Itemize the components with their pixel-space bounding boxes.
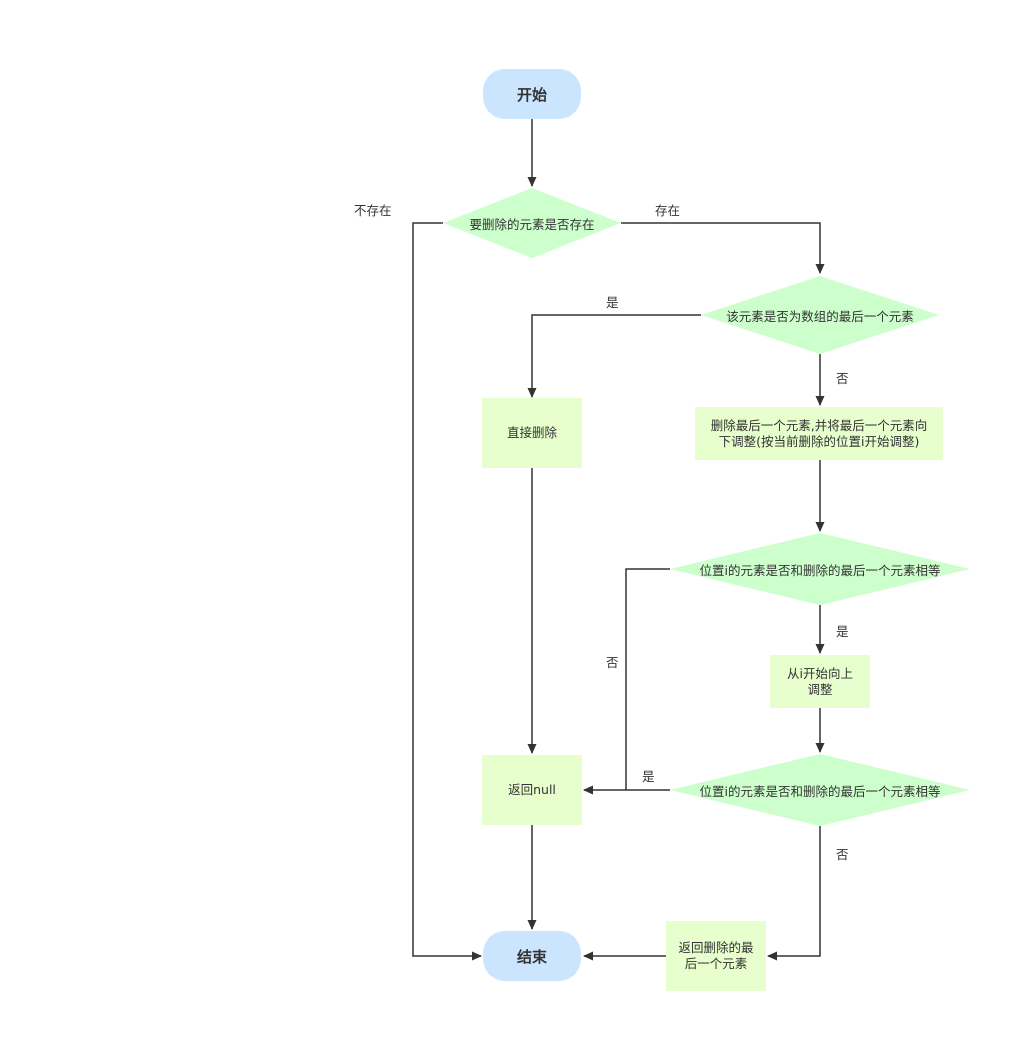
edge-exist bbox=[621, 222, 825, 274]
edge-not-exist bbox=[412, 222, 482, 961]
edge-label-equal2-no: 否 bbox=[836, 847, 849, 862]
decision-last-shape bbox=[701, 276, 939, 354]
return-null-node: 返回null bbox=[482, 755, 582, 825]
return-last-line2: 后一个元素 bbox=[684, 956, 748, 971]
edge-label-equal1-yes: 是 bbox=[836, 624, 849, 639]
edge-label-equal2-yes: 是 bbox=[642, 769, 655, 784]
return-last-line1: 返回删除的最 bbox=[678, 940, 754, 955]
adjust-up-line1: 从i开始向上 bbox=[787, 665, 853, 681]
start-node: 开始 bbox=[483, 69, 581, 119]
edge-label-not-exist: 不存在 bbox=[354, 203, 392, 218]
edge-label-is-last-yes: 是 bbox=[606, 295, 619, 310]
decision-exists-text: 要删除的元素是否存在 bbox=[469, 216, 595, 232]
decision-last-text: 该元素是否为数组的最后一个元素 bbox=[726, 308, 914, 324]
decision-equal2-text: 位置i的元素是否和删除的最后一个元素相等 bbox=[699, 783, 941, 799]
edge-equal1-no bbox=[625, 568, 670, 790]
return-last-node: 返回删除的最 后一个元素 bbox=[666, 921, 766, 991]
delete-last-adjust-node: 删除最后一个元素,并将最后一个元素向 下调整(按当前删除的位置i开始调整) bbox=[695, 407, 943, 460]
adjust-up-line2: 调整 bbox=[807, 681, 833, 697]
edge-label-exist: 存在 bbox=[655, 203, 681, 218]
decision-equal1-text: 位置i的元素是否和删除的最后一个元素相等 bbox=[699, 562, 941, 578]
decision-equal2-shape bbox=[670, 754, 970, 826]
edge-equal2-no bbox=[767, 826, 821, 961]
delete-last-adjust-line2: 下调整(按当前删除的位置i开始调整) bbox=[718, 433, 920, 449]
delete-last-adjust-line1: 删除最后一个元素,并将最后一个元素向 bbox=[710, 417, 928, 433]
adjust-up-node: 从i开始向上 调整 bbox=[770, 655, 870, 708]
decision-exists-shape bbox=[443, 188, 621, 258]
end-node: 结束 bbox=[483, 931, 581, 981]
edge-label-is-last-no: 否 bbox=[836, 371, 849, 386]
delete-direct-node: 直接删除 bbox=[482, 398, 582, 468]
edge-is-last-yes bbox=[527, 314, 701, 398]
edge-label-equal1-no: 否 bbox=[606, 655, 619, 670]
decision-equal1-shape bbox=[670, 533, 970, 605]
